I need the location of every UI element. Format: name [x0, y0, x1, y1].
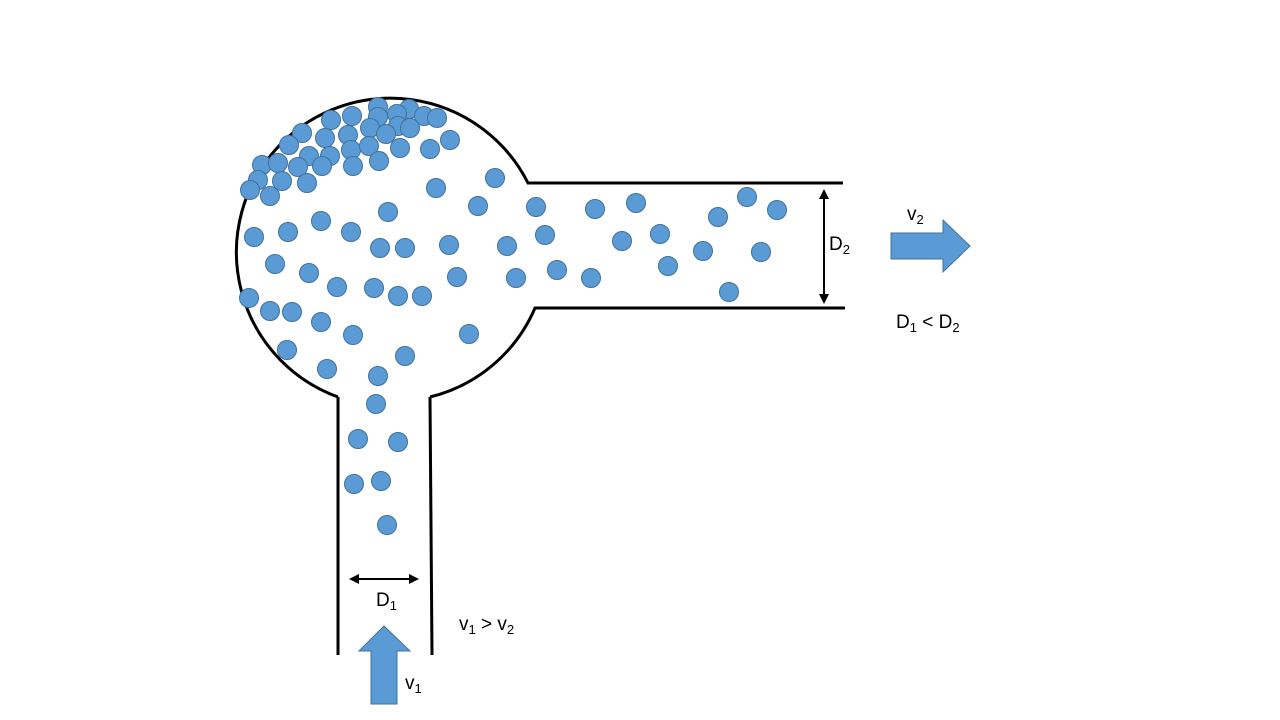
- diameter-relation-label: D1 < D2: [896, 312, 960, 335]
- particle: [366, 394, 386, 414]
- particle: [395, 346, 415, 366]
- particle: [311, 312, 331, 332]
- particle: [440, 130, 460, 150]
- particle: [239, 288, 259, 308]
- particle: [737, 187, 757, 207]
- particle: [447, 267, 467, 287]
- particle: [547, 260, 567, 280]
- particle: [278, 222, 298, 242]
- d2-label: D2: [829, 234, 850, 257]
- particle: [240, 180, 260, 200]
- particle: [277, 340, 297, 360]
- particle: [459, 324, 479, 344]
- particle: [526, 197, 546, 217]
- particle: [260, 301, 280, 321]
- particle: [420, 139, 440, 159]
- particle: [427, 108, 447, 128]
- outflow-arrow: [890, 218, 971, 274]
- particle: [497, 236, 517, 256]
- v2-label: v2: [907, 204, 924, 227]
- particle: [299, 263, 319, 283]
- particle: [272, 171, 292, 191]
- particle: [244, 227, 264, 247]
- d1-dimension-arrow: [349, 574, 419, 584]
- particle: [506, 268, 526, 288]
- d2-dimension-arrow: [819, 189, 829, 304]
- velocity-relation-label: v1 > v2: [459, 614, 515, 637]
- particle: [395, 238, 415, 258]
- particle: [370, 238, 390, 258]
- particle: [344, 474, 364, 494]
- particle: [626, 193, 646, 213]
- particle: [439, 235, 459, 255]
- particle: [327, 277, 347, 297]
- v1-label: v1: [405, 673, 422, 696]
- pipe-wall-outer: [235, 96, 843, 399]
- particle: [535, 225, 555, 245]
- particle: [321, 110, 341, 130]
- particle: [343, 325, 363, 345]
- particle: [612, 231, 632, 251]
- particle: [412, 286, 432, 306]
- particle: [767, 200, 787, 220]
- particle: [371, 471, 391, 491]
- particle: [376, 124, 396, 144]
- particle: [343, 156, 363, 176]
- particle: [719, 282, 739, 302]
- particle: [390, 138, 410, 158]
- particle: [585, 199, 605, 219]
- particle: [292, 123, 312, 143]
- particle: [368, 366, 388, 386]
- pipe-wall-inner: [429, 306, 845, 399]
- particle: [341, 222, 361, 242]
- particle: [708, 207, 728, 227]
- particle: [751, 242, 771, 262]
- particle: [282, 302, 302, 322]
- particle: [288, 157, 308, 177]
- particle: [342, 106, 362, 126]
- d1-label: D1: [376, 590, 397, 613]
- particle: [279, 135, 299, 155]
- particle: [426, 178, 446, 198]
- particle: [317, 359, 337, 379]
- particle: [388, 286, 408, 306]
- particle: [260, 186, 280, 206]
- particle: [693, 241, 713, 261]
- particle: [581, 268, 601, 288]
- particle: [369, 151, 389, 171]
- particle: [650, 224, 670, 244]
- particle: [400, 118, 420, 138]
- particle: [265, 254, 285, 274]
- particle: [388, 432, 408, 452]
- particle: [658, 256, 678, 276]
- particle: [315, 128, 335, 148]
- particle: [485, 168, 505, 188]
- particle: [378, 202, 398, 222]
- particle: [312, 156, 332, 176]
- particle: [297, 173, 317, 193]
- particles: [239, 97, 787, 535]
- particle: [377, 515, 397, 535]
- particle: [311, 211, 331, 231]
- particle: [268, 153, 288, 173]
- particle: [348, 429, 368, 449]
- particle: [359, 136, 379, 156]
- stem-wall-right: [428, 396, 434, 656]
- particle: [364, 278, 384, 298]
- particle: [468, 196, 488, 216]
- inflow-arrow: [357, 625, 412, 705]
